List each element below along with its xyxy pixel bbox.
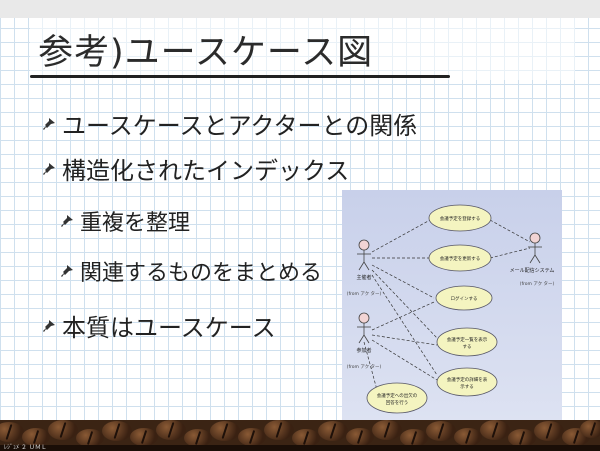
bullet-3: 重複を整理 xyxy=(60,205,190,237)
usecase-detail-label-1: 会議予定の詳細を表 xyxy=(447,376,488,383)
bullet-text: 構造化されたインデックス xyxy=(62,157,350,185)
usecase-diagram-svg: 主催者 (from アク ター) 参加者 (from アク ター) メール配信シ… xyxy=(347,204,555,414)
usecase-list-label-2: する xyxy=(463,343,472,350)
pushpin-icon xyxy=(61,215,73,227)
footer-text: ﾚｼﾞｭﾒ ２ ＵＭＬ xyxy=(4,444,47,451)
bullet-5: 本質はユースケース xyxy=(42,308,276,343)
usecase-register-label: 会議予定を登録する xyxy=(440,215,481,222)
bullet-text: 関連するものをまとめる xyxy=(80,261,323,286)
coffee-bean-footer: ﾚｼﾞｭﾒ ２ ＵＭＬ xyxy=(0,420,600,451)
usecase-register xyxy=(428,204,492,232)
pushpin-icon xyxy=(43,117,55,130)
usecase-detail xyxy=(436,367,498,397)
title-underline xyxy=(30,75,450,78)
usecases xyxy=(366,204,498,414)
usecase-answer-label-1: 会議予定への出欠の xyxy=(377,392,418,399)
usecase-login-label: ログインする xyxy=(451,295,478,302)
pushpin-icon xyxy=(43,162,55,175)
bullet-text: 重複を整理 xyxy=(80,211,191,236)
usecase-login xyxy=(435,285,493,311)
bullet-2: 構造化されたインデックス xyxy=(42,151,349,186)
bullet-4: 関連するものをまとめる xyxy=(60,255,322,287)
top-band xyxy=(0,0,600,18)
actor-participant: 参加者 (from アク ター) xyxy=(347,312,382,370)
title-area xyxy=(30,18,575,80)
bullet-1: ユースケースとアクターとの関係 xyxy=(42,106,417,141)
usecase-list-label-1: 会議予定一覧を表示 xyxy=(447,336,488,343)
actor-mail-system-note: (from アク ター) xyxy=(520,280,555,287)
usecase-list xyxy=(436,327,498,357)
slide-title: 参考)ユースケース図 xyxy=(38,33,374,73)
actor-organizer-label: 主催者 xyxy=(356,274,371,281)
actor-organizer: 主催者 (from アク ター) xyxy=(347,239,382,297)
bullet-text: 本質はユースケース xyxy=(62,314,276,342)
actor-mail-system: メール配信システム (from アク ター) xyxy=(510,232,555,287)
actor-participant-label: 参加者 xyxy=(356,347,371,354)
actor-participant-note: (from アク ター) xyxy=(347,363,382,370)
actor-organizer-note: (from アク ター) xyxy=(347,290,382,297)
usecase-answer-label-2: 回答を行う xyxy=(386,399,409,406)
dependency-lines xyxy=(363,219,531,391)
bullet-text: ユースケースとアクターとの関係 xyxy=(62,112,418,140)
footer-bar xyxy=(0,445,600,451)
actor-mail-system-label: メール配信システム xyxy=(510,267,555,274)
usecase-answer xyxy=(366,382,428,414)
usecase-detail-label-2: 示する xyxy=(460,383,474,390)
usecase-update-label: 会議予定を更新する xyxy=(440,255,481,262)
usecase-update xyxy=(428,244,492,272)
usecase-diagram: 主催者 (from アク ター) 参加者 (from アク ター) メール配信シ… xyxy=(342,190,562,420)
pushpin-icon xyxy=(43,319,55,332)
pushpin-icon xyxy=(61,265,73,277)
